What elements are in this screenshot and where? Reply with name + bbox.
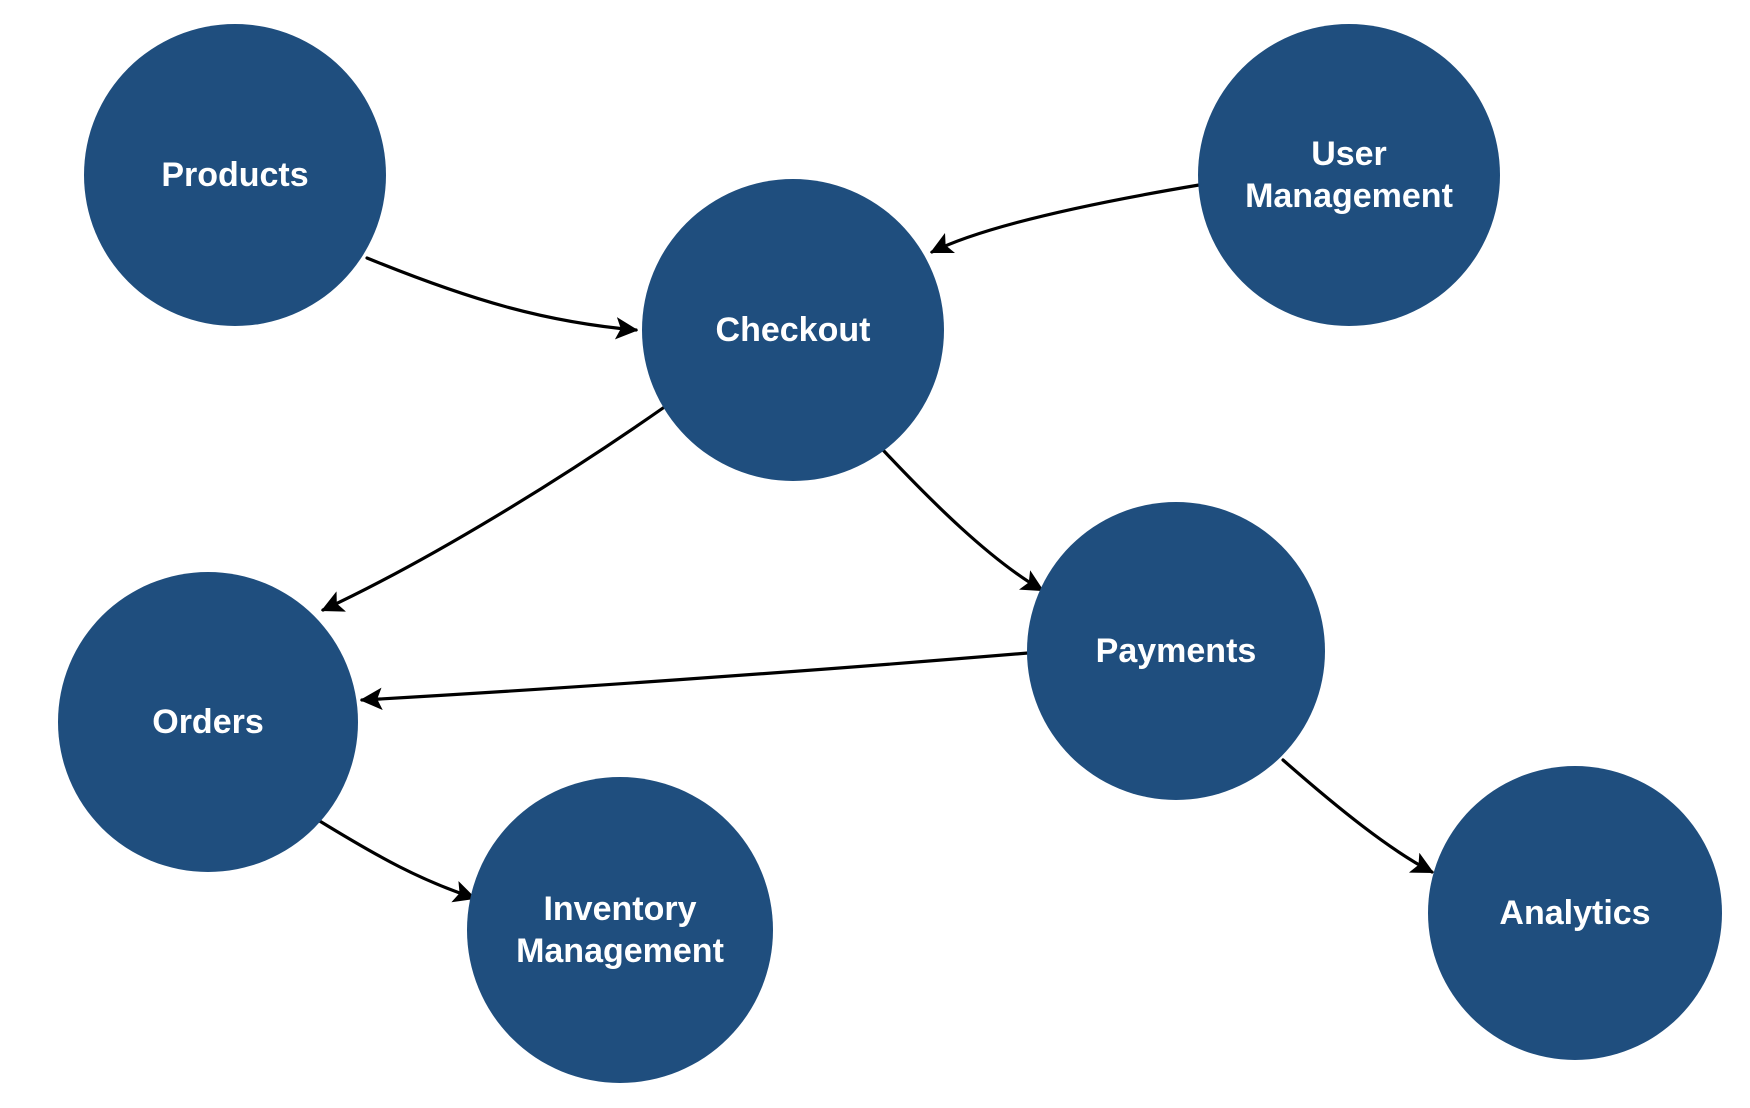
edge-line-payments-to-analytics [1281, 758, 1434, 874]
edge-orders-to-inventory-management[interactable]: Orders → Inventory Management [316, 818, 477, 903]
node-circle-orders[interactable] [58, 572, 358, 872]
edge-hit-area[interactable] [1283, 760, 1432, 872]
edge-payments-to-orders[interactable]: Payments → Orders [359, 651, 1030, 711]
edge-checkout-to-payments[interactable]: Checkout → Payments [881, 448, 1044, 592]
node-analytics[interactable]: Analytics [1428, 766, 1722, 1060]
node-circle-inventory-management[interactable] [467, 777, 773, 1083]
edge-hit-area[interactable] [367, 258, 636, 330]
node-payments[interactable]: Payments [1027, 502, 1325, 800]
node-circle-analytics[interactable] [1428, 766, 1722, 1060]
edge-line-checkout-to-orders [320, 406, 665, 612]
node-circle-checkout[interactable] [642, 179, 944, 481]
edge-hit-area[interactable] [932, 185, 1199, 252]
edge-hit-area[interactable] [318, 820, 474, 898]
edge-line-orders-to-inventory-management [316, 818, 477, 903]
edges-layer: Products → Checkout User Management → Che… [316, 183, 1434, 903]
edge-line-products-to-checkout [365, 256, 639, 340]
edge-hit-area[interactable] [883, 450, 1042, 590]
edge-line-checkout-to-payments [881, 448, 1044, 592]
node-checkout[interactable]: Checkout [642, 179, 944, 481]
edge-hit-area[interactable] [323, 408, 663, 610]
node-circle-user-management[interactable] [1198, 24, 1500, 326]
edge-line-payments-to-orders [359, 651, 1030, 711]
edge-user-management-to-checkout[interactable]: User Management → Checkout [929, 183, 1201, 254]
node-orders[interactable]: Orders [58, 572, 358, 872]
node-circle-products[interactable] [84, 24, 386, 326]
edge-payments-to-analytics[interactable]: Payments → Analytics [1281, 758, 1434, 874]
edge-products-to-checkout[interactable]: Products → Checkout [365, 256, 639, 340]
edge-checkout-to-orders[interactable]: Checkout → Orders [320, 406, 665, 612]
node-products[interactable]: Products [84, 24, 386, 326]
edge-line-user-management-to-checkout [929, 183, 1201, 254]
node-circle-payments[interactable] [1027, 502, 1325, 800]
